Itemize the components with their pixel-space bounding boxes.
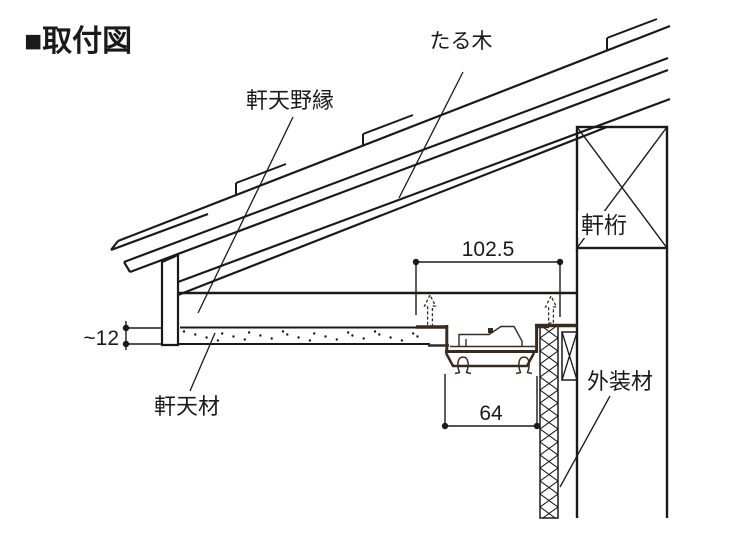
vent-louver-profile xyxy=(458,325,523,346)
rafter-top-line xyxy=(177,97,671,284)
label-soffit-furring: 軒天野縁 xyxy=(246,88,334,113)
rafter-bottom-line xyxy=(177,125,608,297)
vent-spring-clip-icon-left xyxy=(454,356,472,375)
roof-assembly xyxy=(110,18,671,297)
leader-soffit-board xyxy=(189,332,216,392)
label-eave-purlin-bg xyxy=(578,211,631,238)
dim-text-12: ~12 xyxy=(83,327,119,350)
stipple-dot xyxy=(346,331,350,334)
vent-spring-clip-icon-right xyxy=(515,356,533,375)
roof-sheet-top-line xyxy=(117,24,671,243)
stipple-dot xyxy=(243,338,246,341)
label-soffit-board: 軒天材 xyxy=(154,394,220,419)
soffit-stipple-dots xyxy=(182,330,419,342)
stipple-dot xyxy=(373,330,377,333)
roof-deck-top-line xyxy=(123,56,669,264)
furring-strip-xbrace-icon xyxy=(561,331,578,381)
fascia-board xyxy=(160,253,180,347)
label-rafter: たる木 xyxy=(430,30,493,53)
stipple-dot xyxy=(389,336,392,339)
dim-endpoint-dot xyxy=(122,340,130,348)
dim-endpoint-dot xyxy=(441,422,449,430)
dimension-102-5: 102.5 xyxy=(412,238,564,317)
dim-extension-lines xyxy=(126,327,161,345)
wall-structure xyxy=(535,125,669,519)
label-eave-purlin: 軒桁 xyxy=(581,212,627,238)
furring-strip-box xyxy=(561,331,578,381)
vent-skirt xyxy=(444,352,536,368)
shingle-step-3 xyxy=(606,18,658,50)
roof-sheet-eave-edge xyxy=(110,212,209,252)
stipple-dot xyxy=(351,334,354,337)
stipple-dot xyxy=(270,337,273,340)
eave-vent-profile xyxy=(416,324,549,375)
screw-icon-right xyxy=(544,294,558,324)
stipple-dot xyxy=(324,335,327,338)
shingle-step-2 xyxy=(362,114,414,146)
stipple-dot xyxy=(378,333,381,336)
stipple-dot xyxy=(205,336,208,339)
stipple-dot xyxy=(194,333,197,336)
leader-rafter xyxy=(398,71,464,199)
shingle-step-1 xyxy=(235,163,287,195)
stipple-dot xyxy=(247,331,251,334)
dim-endpoint-dot xyxy=(556,258,564,266)
leader-soffit-furring xyxy=(197,116,294,314)
dimension-64: 64 xyxy=(441,374,541,430)
screw-icon-left xyxy=(423,293,437,328)
stipple-dot xyxy=(335,338,338,341)
stipple-dot xyxy=(281,330,285,333)
dim-endpoint-dot xyxy=(122,324,130,332)
dim-extension-lines xyxy=(444,374,538,426)
stipple-dot xyxy=(259,334,262,337)
dim-extension-lines xyxy=(415,262,561,317)
exterior-cladding-hatch xyxy=(539,324,559,519)
dim-endpoint-dot xyxy=(533,422,541,430)
stipple-dot xyxy=(412,332,415,335)
stipple-dot xyxy=(362,337,365,340)
page-title: ■取付図 xyxy=(24,25,132,58)
soffit-board-group xyxy=(179,326,442,345)
stipple-dot xyxy=(216,339,220,342)
roof-deck-eave-edge xyxy=(123,261,131,273)
stipple-dot xyxy=(232,335,235,338)
stipple-dot xyxy=(297,336,300,339)
stipple-dot xyxy=(416,335,419,338)
leader-exterior-material xyxy=(559,395,611,488)
stipple-dot xyxy=(182,330,186,333)
stipple-dot xyxy=(400,339,404,342)
label-exterior-material: 外装材 xyxy=(587,369,653,394)
roof-deck-bottom-line xyxy=(129,68,669,274)
stipple-dot xyxy=(313,332,316,335)
vent-latch-block xyxy=(488,328,493,333)
dim-endpoint-dot xyxy=(412,258,420,266)
stipple-dot xyxy=(308,339,312,342)
stipple-dot xyxy=(286,333,289,336)
stipple-dot xyxy=(221,332,224,335)
dim-text-64: 64 xyxy=(479,402,503,425)
dimension-12: ~12 xyxy=(83,321,161,350)
dim-text-102-5: 102.5 xyxy=(462,238,515,261)
